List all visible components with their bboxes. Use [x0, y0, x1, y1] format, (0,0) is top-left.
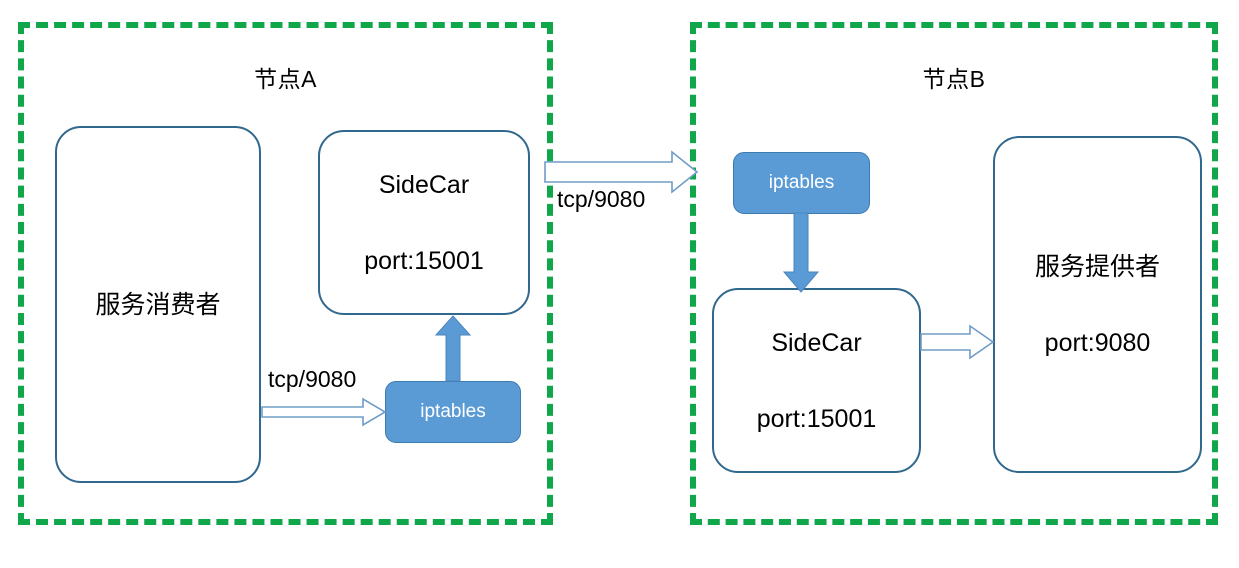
node-a-edge-label-tcp: tcp/9080: [268, 366, 357, 392]
node-a-iptables-label: iptables: [420, 401, 486, 422]
node-a-sidecar-name: SideCar: [378, 170, 470, 199]
node-b-sidecar-box[interactable]: SideCar port:15001: [712, 288, 921, 473]
node-a-sidecar-port: port:15001: [364, 246, 484, 275]
node-b-iptables-box[interactable]: iptables: [733, 152, 870, 214]
cross-edge-label-tcp: tcp/9080: [557, 186, 646, 212]
node-b-title: 节点B: [922, 66, 986, 92]
node-b-sidecar-port: port:15001: [756, 404, 877, 433]
service-provider-port: port:9080: [1044, 328, 1151, 357]
service-provider-label: 服务提供者: [1034, 252, 1160, 281]
node-a-iptables-box[interactable]: iptables: [385, 381, 521, 443]
service-provider-box[interactable]: 服务提供者 port:9080: [993, 136, 1202, 473]
node-a-title: 节点A: [254, 66, 317, 92]
service-consumer-box[interactable]: 服务消费者: [55, 126, 261, 483]
node-a-sidecar-box[interactable]: SideCar port:15001: [318, 130, 530, 315]
node-b-iptables-label: iptables: [768, 172, 835, 193]
node-b-sidecar-name: SideCar: [771, 328, 862, 357]
service-consumer-label: 服务消费者: [95, 290, 221, 319]
node-b-container: [690, 22, 1218, 525]
node-a-container: [18, 22, 553, 525]
